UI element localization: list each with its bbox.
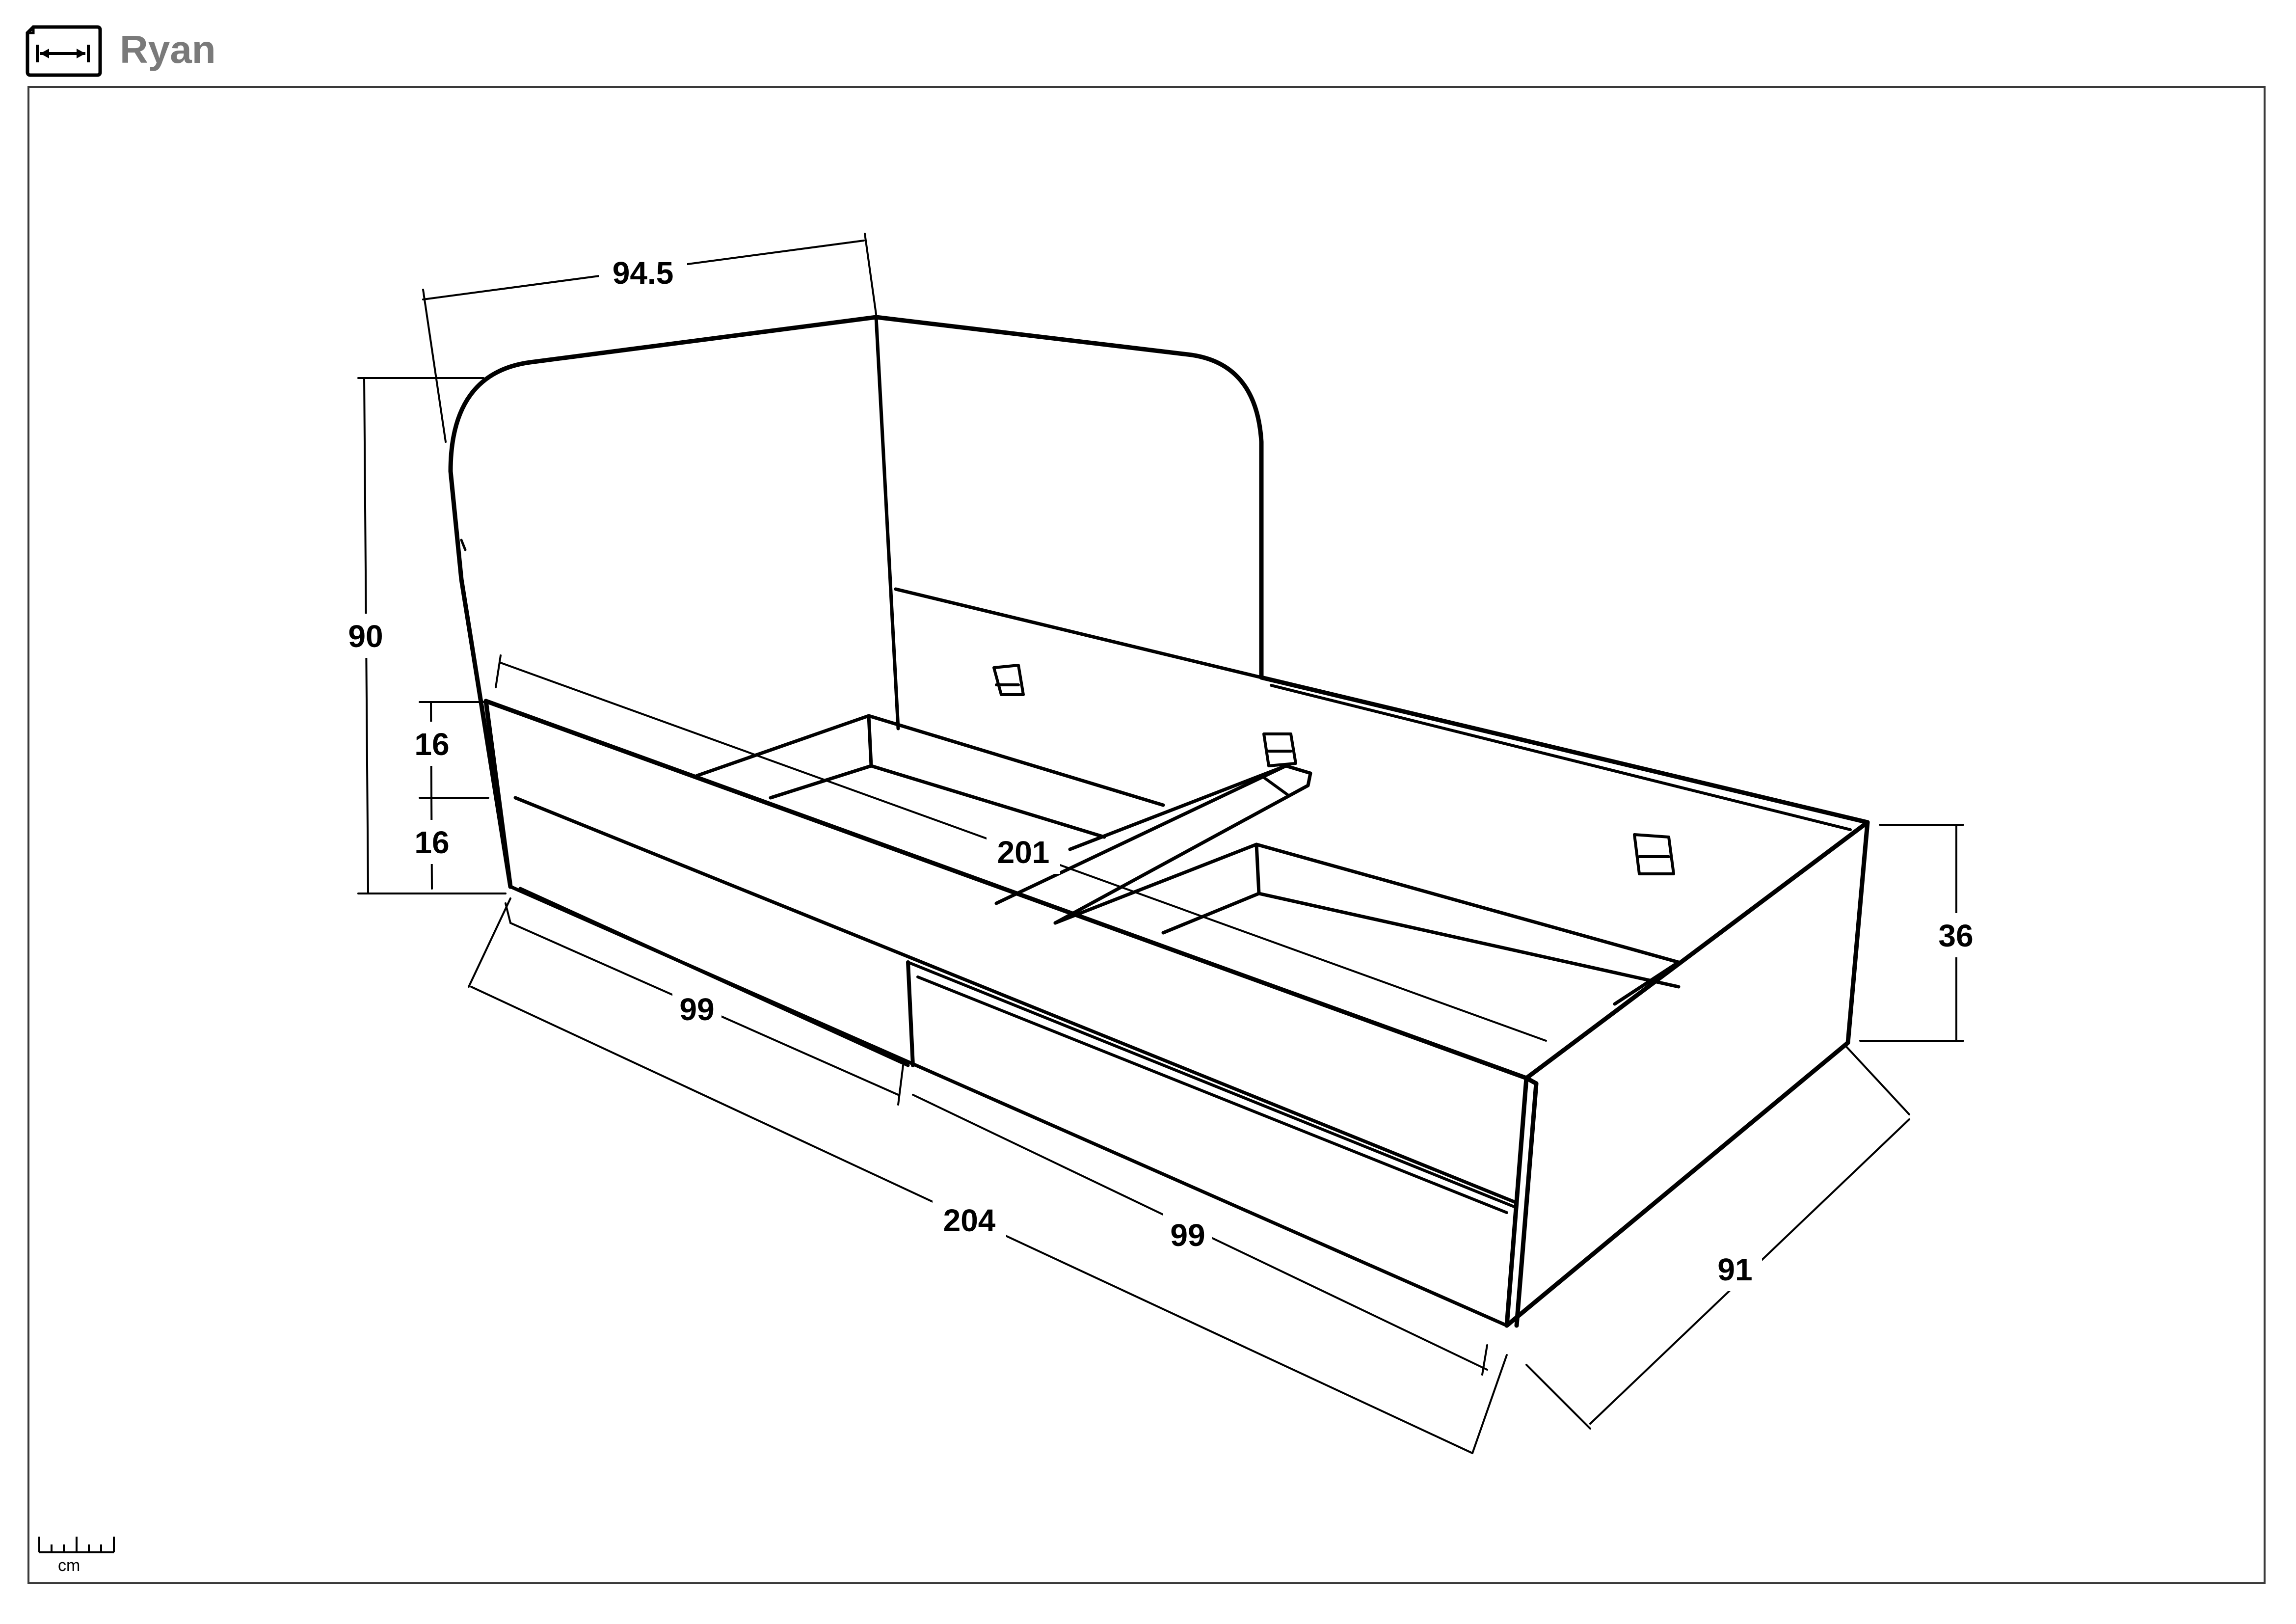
brackets <box>992 664 1675 875</box>
headboard <box>448 315 1264 889</box>
dim-frame-height: 36 <box>1938 918 1973 953</box>
product-name: Ryan <box>120 27 216 71</box>
dim-drawer-length-right: 99 <box>1170 1218 1205 1253</box>
label-backgrounds <box>339 250 1983 1291</box>
storage-compartments <box>695 714 1681 1006</box>
ruler-icon <box>38 1537 115 1553</box>
dim-total-width: 91 <box>1717 1252 1752 1287</box>
bed-frame <box>483 675 1870 1328</box>
dim-drawer-height-top: 16 <box>414 727 449 762</box>
dim-mattress-length: 201 <box>997 835 1050 870</box>
dim-drawer-length-left: 99 <box>679 992 714 1027</box>
drawing-frame <box>27 86 2266 1584</box>
dim-headboard-width: 94.5 <box>613 255 674 291</box>
dim-drawer-height-bottom: 16 <box>414 825 449 860</box>
dim-headboard-height: 90 <box>348 619 383 654</box>
dim-total-length: 204 <box>943 1203 996 1238</box>
dimension-labels: 94.5 90 16 16 201 36 91 99 99 204 <box>348 255 1973 1287</box>
dimensions-icon <box>26 25 102 77</box>
header: Ryan <box>24 18 216 81</box>
scale-unit: cm <box>58 1556 80 1575</box>
